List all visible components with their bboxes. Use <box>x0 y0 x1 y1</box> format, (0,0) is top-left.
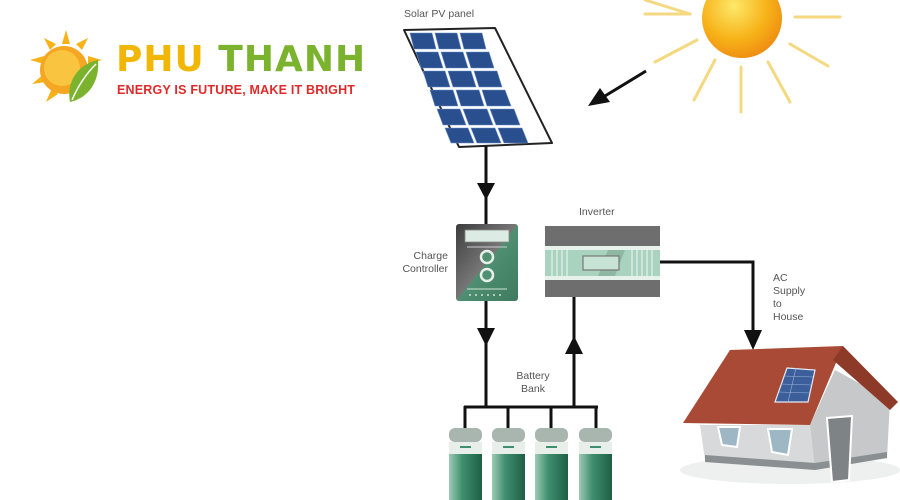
battery-label-line2: Bank <box>521 383 545 395</box>
battery-bank-icon <box>449 428 612 500</box>
ac-supply-label: AC Supply to House <box>773 272 805 324</box>
solar-panel-label: Solar PV panel <box>404 8 475 20</box>
logo-tagline: ENERGY IS FUTURE, MAKE IT BRIGHT <box>117 83 356 97</box>
ac-label-line1: AC <box>773 272 788 284</box>
house-icon <box>680 346 900 484</box>
solar-panel-icon <box>403 27 553 148</box>
charge-controller-label: Charge Controller <box>384 250 448 276</box>
ac-label-line2: Supply <box>773 285 806 297</box>
sun-leaf-logo-icon <box>30 30 102 102</box>
arrow-up-icon <box>565 336 583 354</box>
ac-label-line3: to <box>773 298 782 310</box>
logo-word-thanh: THANH <box>218 39 367 80</box>
ac-label-line4: House <box>773 311 804 323</box>
inverter-icon <box>545 226 660 297</box>
charge-controller-label-line1: Charge <box>413 250 448 262</box>
arrow-down-icon <box>477 328 495 346</box>
inverter-label: Inverter <box>579 206 615 218</box>
charge-controller-label-line2: Controller <box>402 263 448 275</box>
battery-bank-label: Battery Bank <box>513 370 553 396</box>
arrow-down-icon <box>477 183 495 200</box>
battery-label-line1: Battery <box>516 370 550 382</box>
battery-icon <box>579 428 612 500</box>
battery-icon <box>492 428 525 500</box>
sun-icon <box>643 0 842 114</box>
battery-icon <box>449 428 482 500</box>
charge-controller-icon <box>456 224 518 301</box>
arrow-down-icon <box>744 330 762 350</box>
battery-icon <box>535 428 568 500</box>
sunlight-arrow-icon <box>588 69 647 106</box>
logo-word-phu: PHU <box>116 39 205 80</box>
logo-title: PHU THANH <box>116 40 366 80</box>
